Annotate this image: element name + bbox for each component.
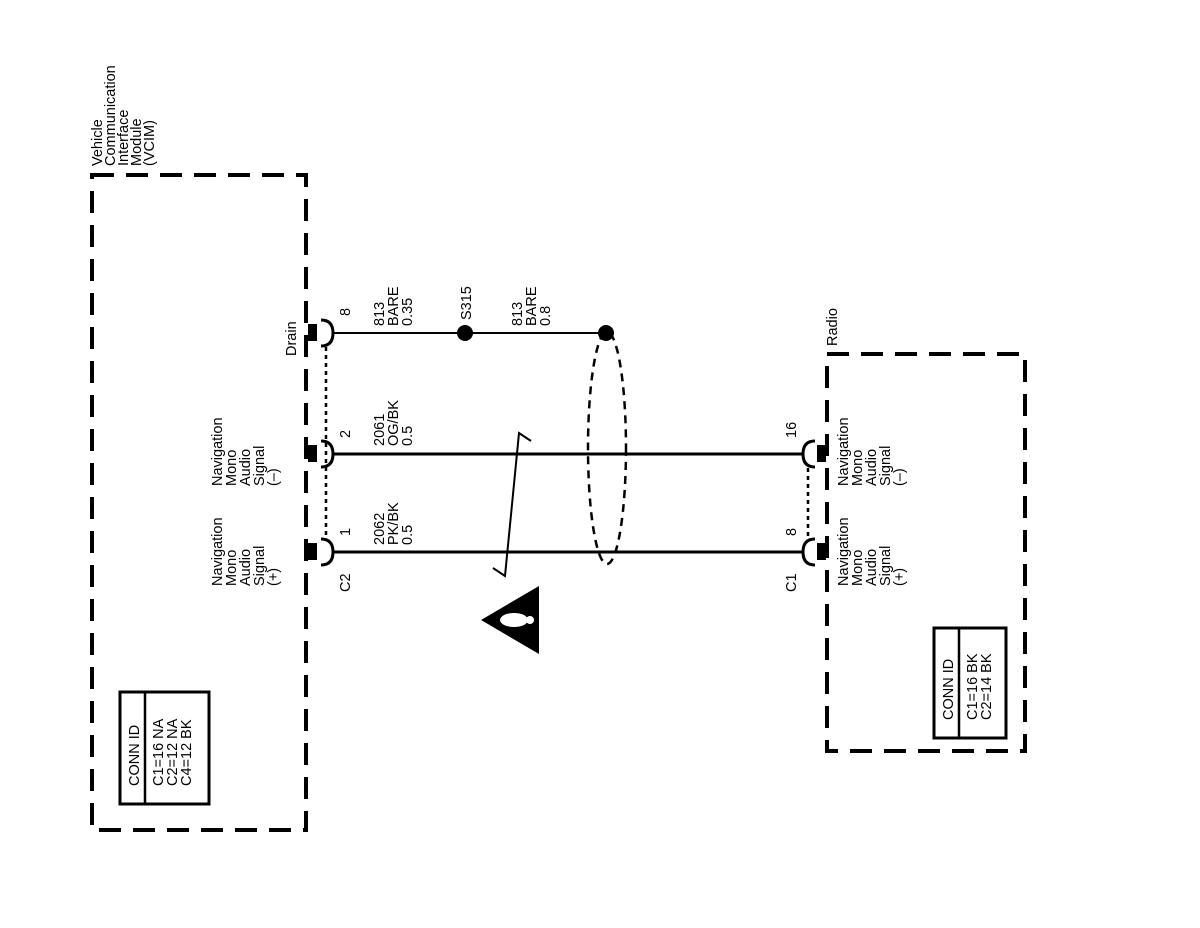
wire-label-line: 813 bbox=[510, 302, 526, 326]
vcim-drain-terminal bbox=[308, 318, 335, 348]
vcim-conn-id-box: CONN ID C1=16 NA C2=12 NA C4=12 BK bbox=[118, 690, 211, 806]
vcim-plus-label: Navigation Mono Audio Signal (+) bbox=[210, 517, 282, 586]
radio-plus-terminal bbox=[801, 537, 826, 567]
radio-conn-id-header: CONN ID bbox=[941, 659, 957, 720]
radio-conn-id-line: C1=16 BK bbox=[965, 653, 981, 720]
radio-conn-id-box: CONN ID C1=16 BK C2=14 BK bbox=[932, 626, 1008, 740]
plus-wire-label: 2062 PK/BK 0.5 bbox=[372, 502, 416, 545]
pin-label-line: Signal bbox=[252, 446, 268, 486]
vcim-plus-terminal bbox=[308, 537, 335, 567]
wire-label-line: 813 bbox=[372, 302, 388, 326]
radio-connector-c1: C1 bbox=[784, 573, 800, 592]
pin-label-line: Audio bbox=[864, 549, 880, 586]
wire-label-line: BARE bbox=[386, 286, 402, 326]
pin-label-line: Audio bbox=[864, 449, 880, 486]
vcim-drain-label: Drain bbox=[284, 321, 300, 356]
vcim-title-line: (VCIM) bbox=[142, 120, 158, 166]
wire-label-line: 2062 bbox=[372, 513, 388, 545]
vcim-title: Vehicle Communication Interface Module (… bbox=[90, 65, 158, 166]
wire-label-line: OG/BK bbox=[386, 400, 402, 446]
warning-symbol: ! bbox=[0, 0, 4, 4]
radio-plus-label: Navigation Mono Audio Signal (+) bbox=[836, 517, 908, 586]
radio-module-box bbox=[825, 352, 1027, 753]
radio-minus-terminal bbox=[801, 439, 826, 469]
vcim-title-line: Module bbox=[129, 118, 145, 166]
vcim-module-box bbox=[90, 173, 308, 832]
vcim-minus-terminal bbox=[308, 439, 335, 469]
wire-label-line: BARE bbox=[524, 286, 540, 326]
vcim-title-line: Interface bbox=[116, 110, 132, 166]
pin-label-line: Navigation bbox=[210, 417, 226, 486]
vcim-conn-id-line: C1=16 NA bbox=[151, 718, 167, 786]
shield-ellipse bbox=[586, 330, 628, 566]
pin-label-line: Signal bbox=[878, 546, 894, 586]
pin-label-line: Mono bbox=[850, 550, 866, 586]
vcim-minus-label: Navigation Mono Audio Signal (–) bbox=[210, 417, 282, 486]
radio-conn-id-line: C2=14 BK bbox=[979, 653, 995, 720]
wire-label-line: 2061 bbox=[372, 414, 388, 446]
pin-label-line: Audio bbox=[238, 449, 254, 486]
pin-label-line: Mono bbox=[850, 450, 866, 486]
pin-label-line: Mono bbox=[224, 450, 240, 486]
pin-label-line: (–) bbox=[892, 468, 908, 486]
vcim-minus-pin-number: 2 bbox=[338, 430, 354, 438]
twisted-pair-indicator bbox=[492, 431, 532, 578]
radio-title: Radio bbox=[825, 308, 841, 346]
vcim-plus-pin-number: 1 bbox=[338, 528, 354, 536]
warning-icon: ! bbox=[0, 0, 539, 654]
pin-label-line: (–) bbox=[266, 468, 282, 486]
radio-minus-label: Navigation Mono Audio Signal (–) bbox=[836, 417, 908, 486]
splice-label: S315 bbox=[459, 286, 475, 320]
wire-label-line: 0.5 bbox=[400, 426, 416, 446]
pin-label-line: Navigation bbox=[210, 517, 226, 586]
drain-wire-a-label: 813 BARE 0.35 bbox=[372, 286, 416, 326]
vcim-conn-id-line: C2=12 NA bbox=[165, 718, 181, 786]
wire-label-line: PK/BK bbox=[386, 502, 402, 545]
vcim-title-line: Vehicle bbox=[90, 119, 106, 166]
radio-minus-pin-number: 16 bbox=[784, 422, 800, 438]
vcim-conn-id-header: CONN ID bbox=[127, 725, 143, 786]
vcim-conn-id-line: C4=12 BK bbox=[179, 719, 195, 786]
vcim-connector-c2: C2 bbox=[338, 573, 354, 592]
pin-label-line: Signal bbox=[878, 446, 894, 486]
pin-label-line: Navigation bbox=[836, 517, 852, 586]
pin-label-line: Audio bbox=[238, 549, 254, 586]
pin-label-line: (+) bbox=[892, 568, 908, 586]
wire-label-line: 0.35 bbox=[400, 298, 416, 326]
pin-label-line: Navigation bbox=[836, 417, 852, 486]
radio-plus-pin-number: 8 bbox=[784, 528, 800, 536]
pin-label-line: Signal bbox=[252, 546, 268, 586]
splice-s315-dot bbox=[457, 325, 473, 341]
minus-wire-label: 2061 OG/BK 0.5 bbox=[372, 400, 416, 446]
vcim-title-line: Communication bbox=[103, 65, 119, 166]
vcim-drain-pin-number: 8 bbox=[338, 308, 354, 316]
drain-wire-b-label: 813 BARE 0.8 bbox=[510, 286, 554, 326]
wire-label-line: 0.8 bbox=[538, 306, 554, 326]
pin-label-line: (+) bbox=[266, 568, 282, 586]
pin-label-line: Mono bbox=[224, 550, 240, 586]
wire-label-line: 0.5 bbox=[400, 525, 416, 545]
